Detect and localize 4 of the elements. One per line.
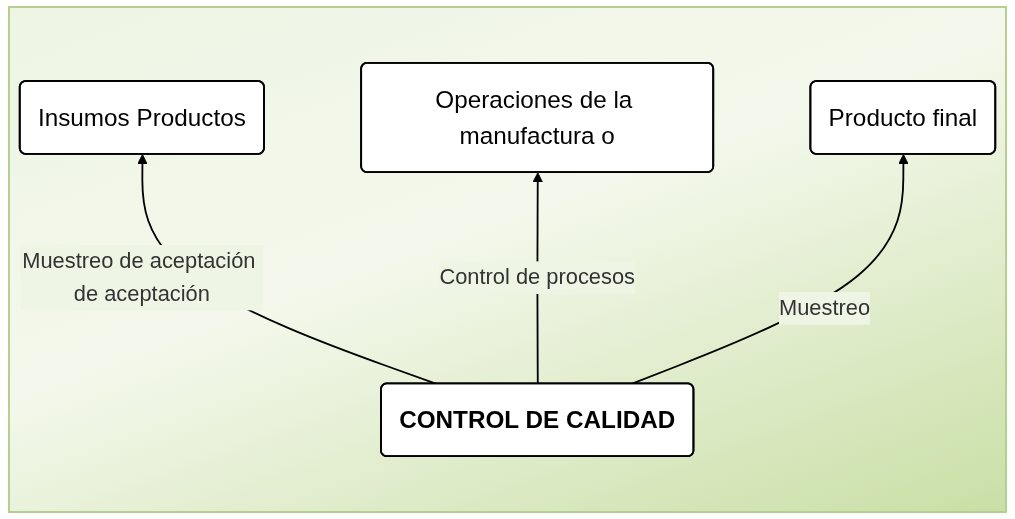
edge-label: Muestreo de aceptación de aceptación — [22, 248, 256, 306]
panel-background: Muestreo de aceptación de aceptación Control de procesos Muestreo Insumos Productos Operaciones de la manufactura o Producto final CONTROL DE CALIDAD — [8, 6, 1007, 513]
edge-label: Control de procesos — [439, 264, 635, 290]
edge-label: Muestreo — [779, 295, 871, 320]
